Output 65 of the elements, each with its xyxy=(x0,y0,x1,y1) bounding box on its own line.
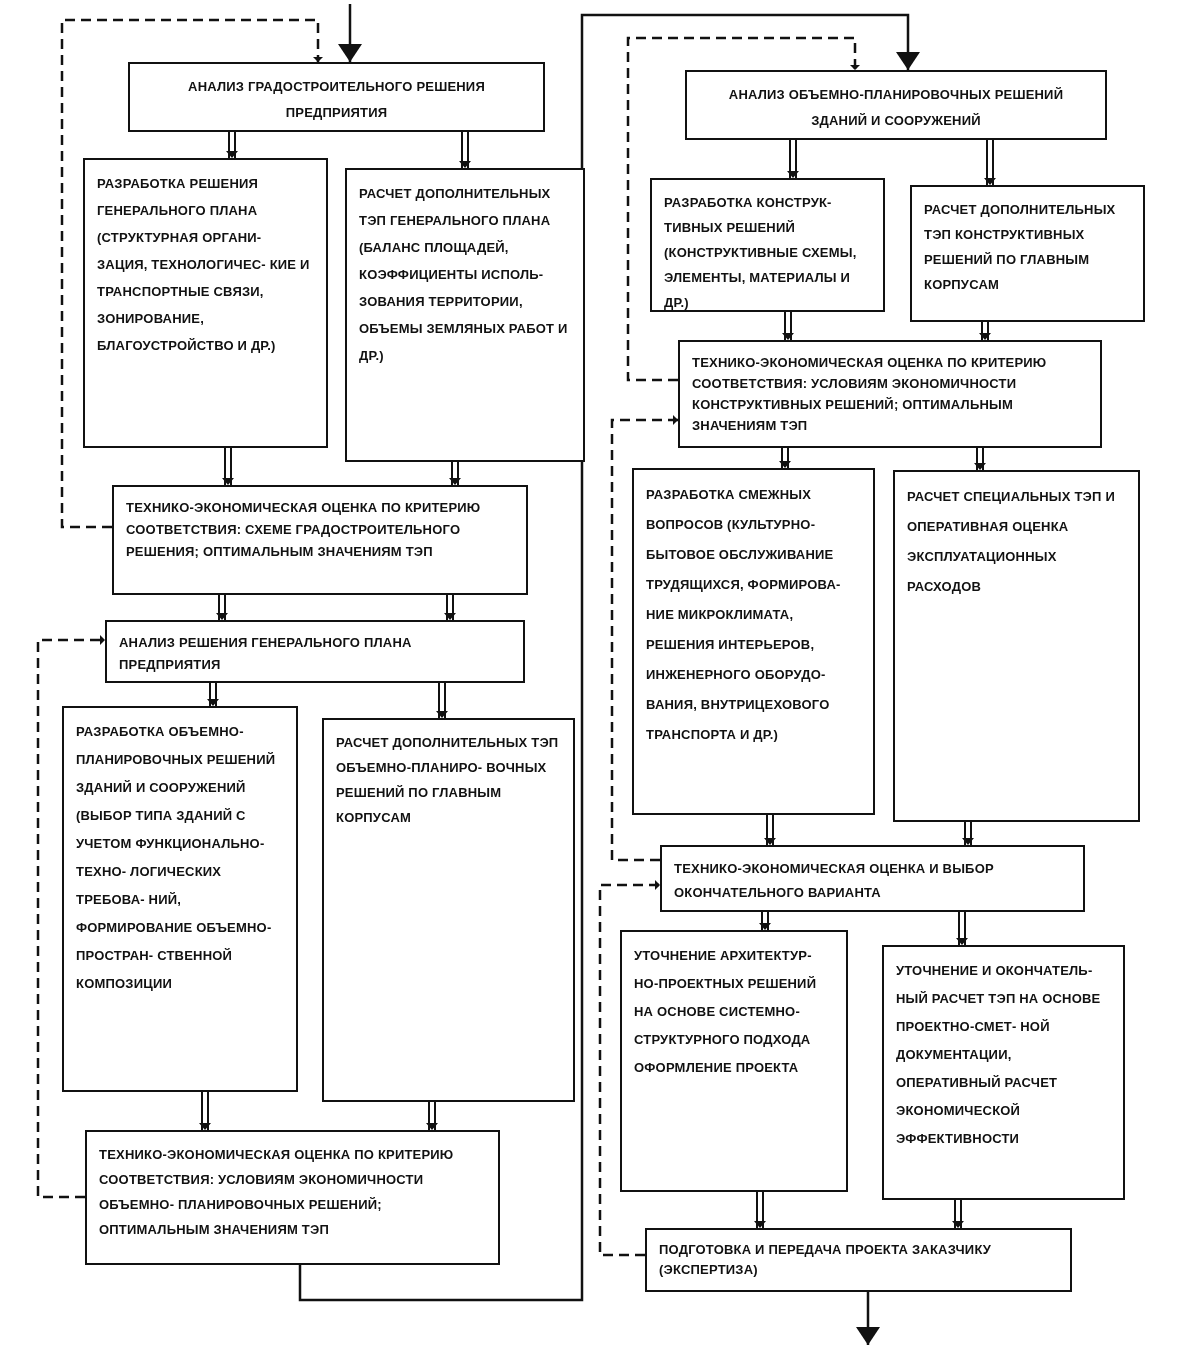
box-text: РАСЧЕТ СПЕЦИАЛЬНЫХ ТЭП И ОПЕРАТИВНАЯ ОЦЕНКА ЭКСПЛУАТАЦИОННЫХ РАСХОДОВ xyxy=(907,488,1116,596)
box-text: РАЗРАБОТКА РЕШЕНИЯ ГЕНЕРАЛЬНОГО ПЛАНА (СТРУКТУРНАЯ ОРГАНИ- ЗАЦИЯ, ТЕХНОЛОГИЧЕС- КИЕ И ТРАНСПОРТНЫЕ СВЯЗИ, ЗОНИРОВАНИЕ, БЛАГОУСТРОЙСТВО И ДР.) xyxy=(97,175,311,355)
feedback-arrow xyxy=(60,18,323,529)
process-box xyxy=(112,485,528,595)
box-text: РАЗРАБОТКА СМЕЖНЫХ ВОПРОСОВ (КУЛЬТУРНО- БЫТОВОЕ ОБСЛУЖИВАНИЕ ТРУДЯЩИХСЯ, ФОРМИРОВА- НИЕ МИКРОКЛИМАТА, РЕШЕНИЯ ИНТЕРЬЕРОВ, ИНЖЕНЕРНОГО ОБОРУДО- ВАНИЯ, ВНУТРИЦЕХОВОГО ТРАНСПОРТА И ДР.) xyxy=(646,486,842,744)
process-box xyxy=(620,930,848,1192)
box-text: ТЕХНИКО-ЭКОНОМИЧЕСКАЯ ОЦЕНКА ПО КРИТЕРИЮ СООТВЕТСТВИЯ: СХЕМЕ ГРАДОСТРОИТЕЛЬНОГО РЕШЕНИЯ; ОПТИМАЛЬНЫМ ЗНАЧЕНИЯМ ТЭП xyxy=(126,499,482,561)
arrow xyxy=(222,448,234,485)
arrow xyxy=(974,448,986,470)
process-box xyxy=(882,945,1125,1200)
process-box xyxy=(678,340,1102,448)
process-box xyxy=(128,62,545,132)
process-box xyxy=(345,168,585,462)
process-box xyxy=(660,845,1085,912)
arrow xyxy=(856,1292,880,1345)
box-text: УТОЧНЕНИЕ И ОКОНЧАТЕЛЬ- НЫЙ РАСЧЕТ ТЭП НА ОСНОВЕ ПРОЕКТНО-СМЕТ- НОЙ ДОКУМЕНТАЦИИ, ОПЕРАТИВНЫЙ РАСЧЕТ ЭКОНОМИЧЕСКОЙ ЭФФЕКТИВНОСТИ xyxy=(896,962,1102,1148)
box-text: ТЕХНИКО-ЭКОНОМИЧЕСКАЯ ОЦЕНКА И ВЫБОР ОКОНЧАТЕЛЬНОГО ВАРИАНТА xyxy=(674,860,995,902)
box-text: РАСЧЕТ ДОПОЛНИТЕЛЬНЫХ ТЭП ОБЪЕМНО-ПЛАНИРО- ВОЧНЫХ РЕШЕНИЙ ПО ГЛАВНЫМ КОРПУСАМ xyxy=(336,734,560,827)
process-box xyxy=(322,718,575,1102)
arrow xyxy=(436,683,448,718)
arrow xyxy=(459,132,471,168)
arrow xyxy=(956,912,968,945)
arrow xyxy=(952,1200,964,1228)
arrow xyxy=(779,448,791,468)
process-box xyxy=(62,706,298,1092)
feedback-arrow xyxy=(610,415,678,862)
feedback-arrow xyxy=(598,880,660,1257)
arrow xyxy=(754,1192,766,1228)
arrow xyxy=(449,462,461,485)
feedback-arrow xyxy=(36,635,105,1199)
box-text: РАЗРАБОТКА ОБЪЕМНО- ПЛАНИРОВОЧНЫХ РЕШЕНИЙ ЗДАНИЙ И СООРУЖЕНИЙ (ВЫБОР ТИПА ЗДАНИЙ С УЧЕТОМ ФУНКЦИОНАЛЬНО-ТЕХНО- ЛОГИЧЕСКИХ ТРЕБОВА- НИЙ, ФОРМИРОВАНИЕ ОБЪЕМНО-ПРОСТРАН- СТВЕННОЙ КОМПОЗИЦИИ xyxy=(76,723,277,993)
process-box xyxy=(893,470,1140,822)
arrow xyxy=(979,322,991,340)
process-box xyxy=(650,178,885,312)
process-box xyxy=(910,185,1145,322)
box-text: ТЕХНИКО-ЭКОНОМИЧЕСКАЯ ОЦЕНКА ПО КРИТЕРИЮ СООТВЕТСТВИЯ: УСЛОВИЯМ ЭКОНОМИЧНОСТИ КОНСТРУКТИВНЫХ РЕШЕНИЙ; ОПТИМАЛЬНЫМ ЗНАЧЕНИЯМ ТЭП xyxy=(692,354,1048,435)
process-box xyxy=(632,468,875,815)
arrow xyxy=(444,595,456,620)
box-text: АНАЛИЗ РЕШЕНИЯ ГЕНЕРАЛЬНОГО ПЛАНА ПРЕДПРИЯТИЯ xyxy=(119,634,413,674)
feedback-arrow xyxy=(626,36,860,382)
arrow xyxy=(426,1102,438,1130)
process-box xyxy=(105,620,525,683)
arrow xyxy=(787,140,799,178)
arrow xyxy=(199,1092,211,1130)
box-text: РАЗРАБОТКА КОНСТРУК- ТИВНЫХ РЕШЕНИЙ (КОНСТРУКТИВНЫЕ СХЕМЫ, ЭЛЕМЕНТЫ, МАТЕРИАЛЫ И ДР.) xyxy=(664,194,858,312)
process-box xyxy=(645,1228,1072,1292)
arrow xyxy=(216,595,228,620)
process-box xyxy=(83,158,328,448)
process-box xyxy=(85,1130,500,1265)
arrow xyxy=(207,683,219,706)
box-text: ПОДГОТОВКА И ПЕРЕДАЧА ПРОЕКТА ЗАКАЗЧИКУ (ЭКСПЕРТИЗА) xyxy=(659,1241,993,1279)
box-text: РАСЧЕТ ДОПОЛНИТЕЛЬНЫХ ТЭП ГЕНЕРАЛЬНОГО ПЛАНА (БАЛАНС ПЛОЩАДЕЙ, КОЭФФИЦИЕНТЫ ИСПОЛЬ- ЗОВАНИЯ ТЕРРИТОРИИ, ОБЪЕМЫ ЗЕМЛЯНЫХ РАБОТ И ДР.) xyxy=(359,185,569,365)
arrow xyxy=(764,815,776,845)
box-text: ТЕХНИКО-ЭКОНОМИЧЕСКАЯ ОЦЕНКА ПО КРИТЕРИЮ СООТВЕТСТВИЯ: УСЛОВИЯМ ЭКОНОМИЧНОСТИ ОБЪЕМНО- ПЛАНИРОВОЧНЫХ РЕШЕНИЙ; ОПТИМАЛЬНЫМ ЗНАЧЕНИЯМ ТЭП xyxy=(99,1146,455,1239)
box-text: АНАЛИЗ ОБЪЕМНО-ПЛАНИРОВОЧНЫХ РЕШЕНИЙ ЗДАНИЙ И СООРУЖЕНИЙ xyxy=(727,86,1065,130)
box-text: РАСЧЕТ ДОПОЛНИТЕЛЬНЫХ ТЭП КОНСТРУКТИВНЫХ РЕШЕНИЙ ПО ГЛАВНЫМ КОРПУСАМ xyxy=(924,201,1117,294)
arrow xyxy=(226,132,238,158)
arrow xyxy=(759,912,771,930)
arrow xyxy=(984,140,996,185)
process-box xyxy=(685,70,1107,140)
arrow xyxy=(782,312,794,340)
box-text: УТОЧНЕНИЕ АРХИТЕКТУР- НО-ПРОЕКТНЫХ РЕШЕНИЙ НА ОСНОВЕ СИСТЕМНО- СТРУКТУРНОГО ПОДХОДА ОФОРМЛЕНИЕ ПРОЕКТА xyxy=(634,947,818,1077)
arrow xyxy=(338,4,362,62)
box-text: АНАЛИЗ ГРАДОСТРОИТЕЛЬНОГО РЕШЕНИЯ ПРЕДПРИЯТИЯ xyxy=(187,78,486,122)
arrow xyxy=(962,822,974,845)
